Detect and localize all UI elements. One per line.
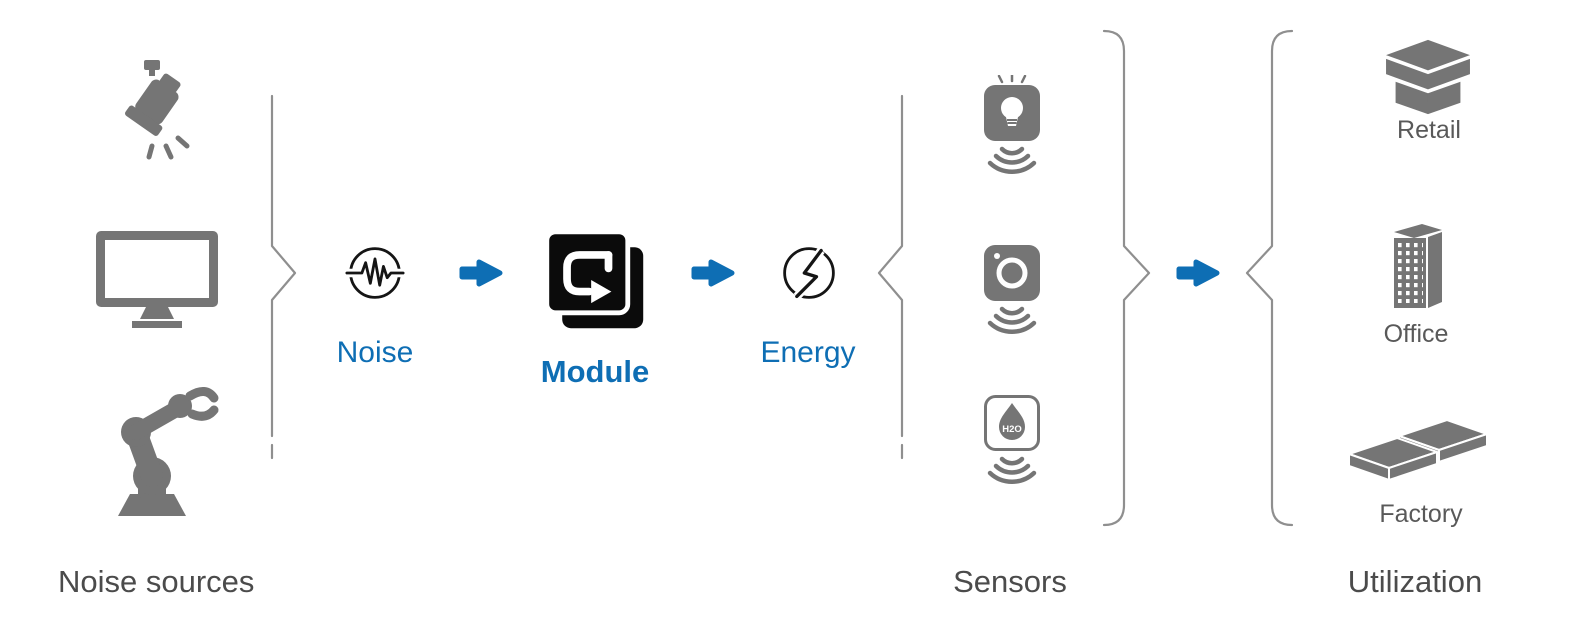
- flow-arrow-2: [690, 257, 736, 289]
- noise-label: Noise: [336, 336, 414, 369]
- office-label: Office: [1383, 320, 1449, 348]
- camera-sensor-icon: [980, 235, 1044, 339]
- noise-wave-icon: [345, 243, 405, 303]
- sensors-group-label: Sensors: [953, 564, 1067, 599]
- factory-label: Factory: [1379, 500, 1463, 528]
- retail-store-icon: [1372, 36, 1484, 118]
- module-label: Module: [540, 354, 650, 389]
- robot-arm-icon: [90, 370, 230, 520]
- energy-label: Energy: [760, 336, 856, 369]
- brace-sensors-right: [1102, 29, 1151, 527]
- factory-icon: [1342, 396, 1494, 492]
- water-sensor-text: H2O: [1002, 424, 1022, 435]
- signal-waves-icon: [987, 456, 1037, 484]
- noise-sources-group-label: Noise sources: [58, 564, 255, 599]
- flow-arrow-3: [1175, 257, 1221, 289]
- office-building-icon: [1376, 214, 1460, 318]
- energy-bolt-icon: [779, 243, 839, 303]
- brace-utilization: [1245, 29, 1294, 527]
- utilization-group-label: Utilization: [1347, 564, 1483, 599]
- brace-sensors-left: [877, 94, 904, 438]
- signal-waves-icon: [987, 146, 1037, 174]
- flow-arrow-1: [458, 257, 504, 289]
- water-sensor-icon: H2O: [980, 385, 1044, 489]
- retail-label: Retail: [1397, 116, 1461, 144]
- module-icon: [541, 226, 649, 334]
- light-bulb-sensor-icon: [980, 75, 1044, 179]
- spotlight-icon: [100, 58, 210, 168]
- brace-noise-sources: [270, 94, 297, 438]
- monitor-icon: [92, 225, 222, 335]
- signal-waves-icon: [987, 306, 1037, 334]
